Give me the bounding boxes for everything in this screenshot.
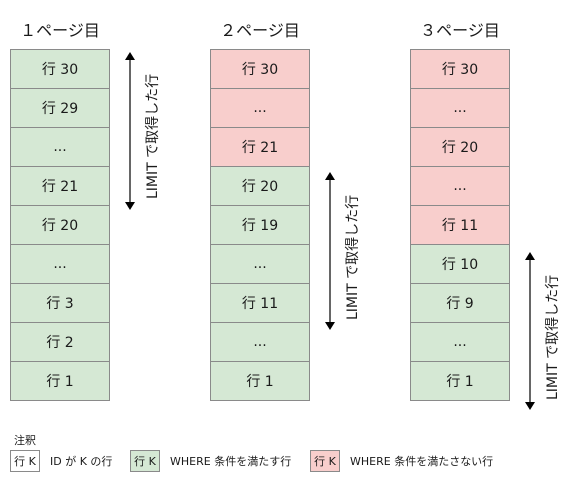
row-cell: 行 21: [10, 166, 110, 206]
row-cell: 行 20: [10, 205, 110, 245]
row-cell: ...: [10, 127, 110, 167]
row-cell: 行 20: [410, 127, 510, 167]
legend-text-nomatch: WHERE 条件を満たさない行: [350, 455, 494, 468]
row-cell: ...: [210, 322, 310, 362]
row-cell: 行 1: [210, 361, 310, 401]
row-cell: 行 3: [10, 283, 110, 323]
row-cell: 行 11: [410, 205, 510, 245]
row-cell: ...: [10, 244, 110, 284]
legend-swatch-nomatch: 行 K: [310, 450, 340, 472]
limit-arrow-1: [124, 52, 136, 210]
limit-arrow-3: [524, 252, 536, 410]
legend-swatch-match: 行 K: [130, 450, 160, 472]
legend-text-match: WHERE 条件を満たす行: [170, 455, 292, 468]
row-cell: 行 29: [10, 88, 110, 128]
limit-label-1: LIMIT で取得した行: [145, 73, 161, 199]
page-title-3: ３ページ目: [420, 21, 500, 40]
row-cell: 行 9: [410, 283, 510, 323]
row-cell: 行 20: [210, 166, 310, 206]
row-cell: 行 1: [410, 361, 510, 401]
legend-text-plain: ID が K の行: [50, 455, 113, 468]
row-cell: ...: [410, 166, 510, 206]
notes-title: 注釈: [14, 434, 36, 447]
row-cell: 行 2: [10, 322, 110, 362]
limit-label-2: LIMIT で取得した行: [345, 194, 361, 320]
page-3-rows: 行 30 ... 行 20 ... 行 11 行 10 行 9 ... 行 1: [410, 49, 510, 401]
row-cell: 行 30: [410, 49, 510, 89]
page-title-2: ２ページ目: [220, 21, 300, 40]
row-cell: 行 19: [210, 205, 310, 245]
limit-arrow-2: [324, 172, 336, 330]
row-cell: 行 11: [210, 283, 310, 323]
row-cell: 行 30: [210, 49, 310, 89]
limit-label-3: LIMIT で取得した行: [545, 274, 561, 400]
legend-swatch-plain: 行 K: [10, 450, 40, 472]
page-1-rows: 行 30 行 29 ... 行 21 行 20 ... 行 3 行 2 行 1: [10, 49, 110, 401]
row-cell: 行 21: [210, 127, 310, 167]
page-title-1: １ページ目: [20, 21, 100, 40]
row-cell: 行 1: [10, 361, 110, 401]
row-cell: ...: [410, 322, 510, 362]
row-cell: ...: [210, 244, 310, 284]
row-cell: 行 30: [10, 49, 110, 89]
row-cell: ...: [210, 88, 310, 128]
page-2-rows: 行 30 ... 行 21 行 20 行 19 ... 行 11 ... 行 1: [210, 49, 310, 401]
row-cell: ...: [410, 88, 510, 128]
row-cell: 行 10: [410, 244, 510, 284]
